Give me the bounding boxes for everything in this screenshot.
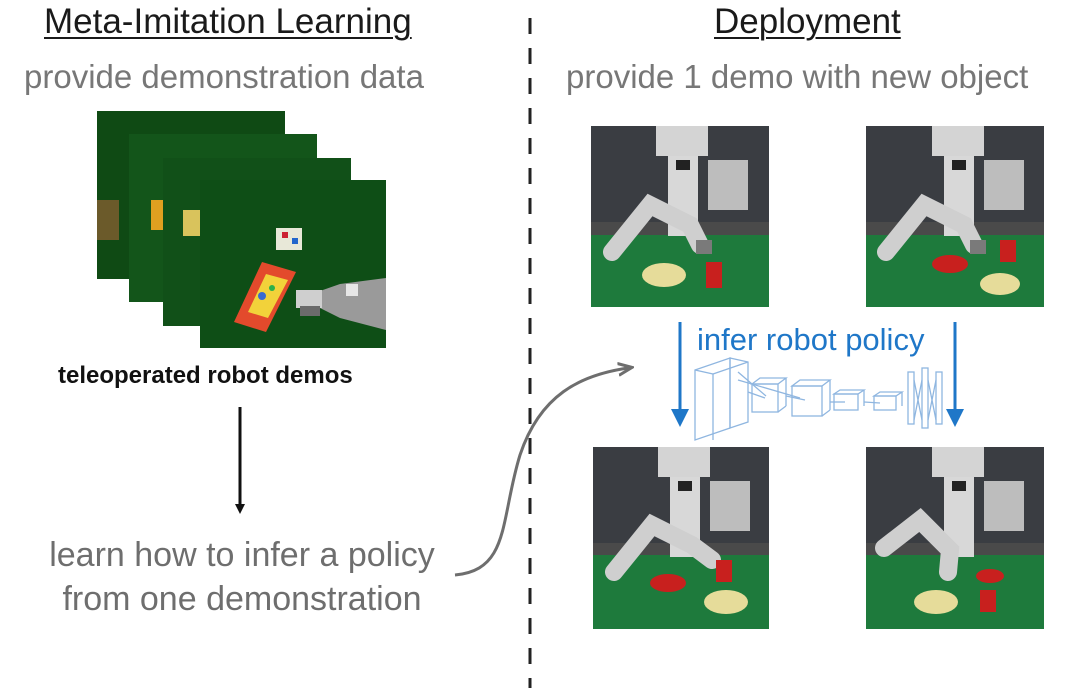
- curved-arrow: [454, 368, 628, 577]
- infer-policy-label: infer robot policy: [697, 322, 925, 357]
- learn-line-2: from one demonstration: [62, 580, 422, 618]
- demo-stack: [97, 111, 386, 348]
- neural-network-icon: [694, 357, 943, 441]
- learn-policy-text: learn how to infer a policy from one dem…: [20, 533, 464, 621]
- learn-line-1: learn how to infer a policy: [49, 536, 435, 574]
- deployment-heading: Deployment: [714, 2, 901, 41]
- robot-photo-bottom-left: [593, 447, 769, 629]
- demo-frame-front: [200, 180, 386, 348]
- robot-photo-top-left: [591, 126, 769, 307]
- teleoperated-demos-caption: teleoperated robot demos: [58, 362, 353, 389]
- new-object-subheading: provide 1 demo with new object: [566, 58, 1029, 95]
- meta-imitation-heading: Meta-Imitation Learning: [44, 2, 412, 41]
- demonstration-data-subheading: provide demonstration data: [24, 58, 424, 95]
- robot-photo-top-right: [866, 126, 1044, 307]
- robot-photo-bottom-right: [866, 447, 1044, 629]
